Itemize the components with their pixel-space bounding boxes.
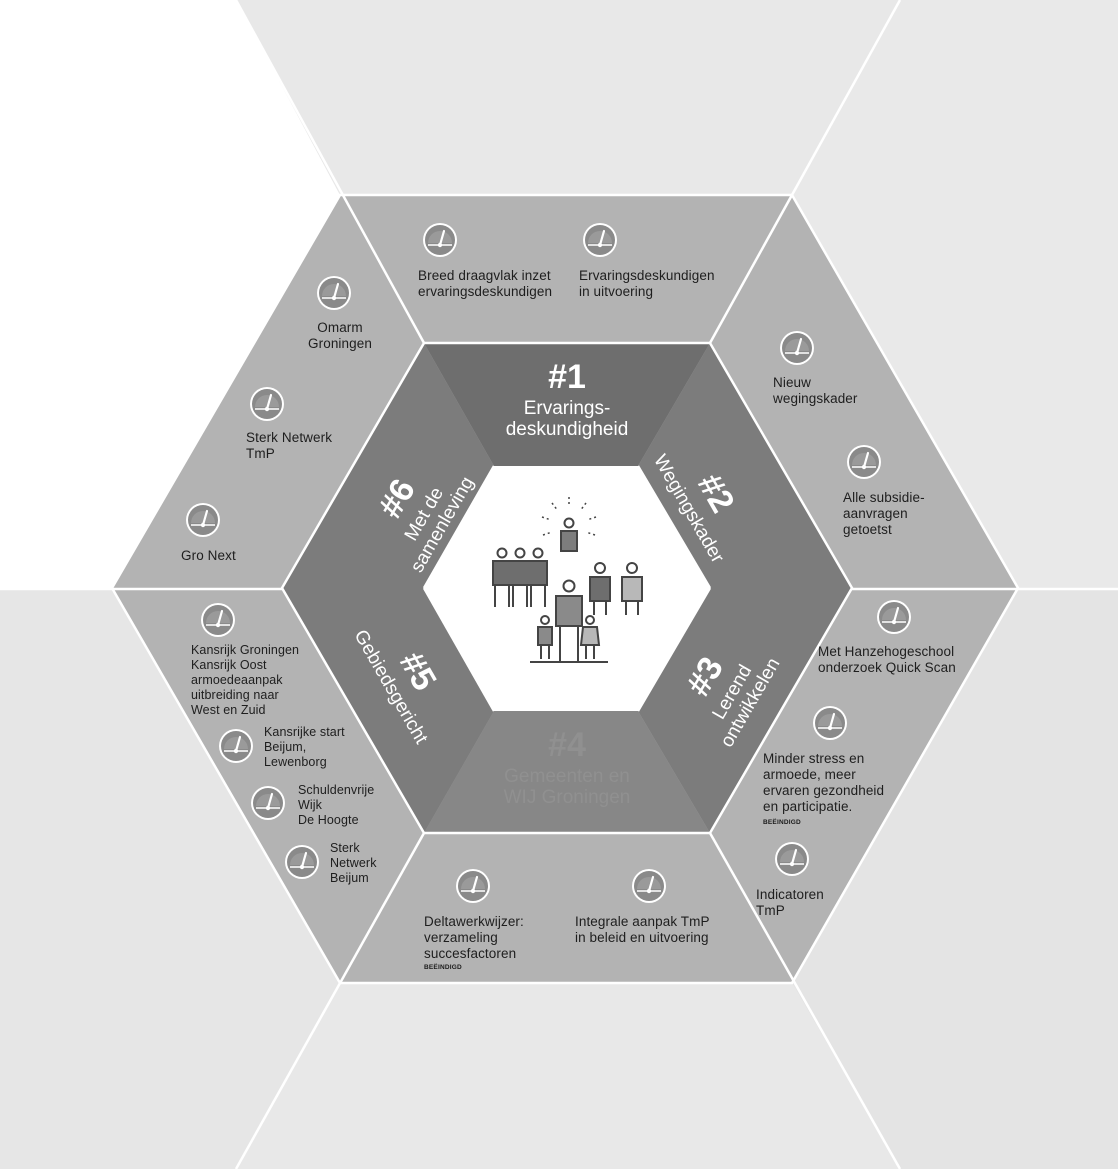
item-label: Integrale aanpak TmP in beleid en uitvoe… bbox=[575, 914, 710, 945]
gauge-icon bbox=[199, 601, 237, 639]
item-label: Sterk Netwerk TmP bbox=[246, 430, 333, 461]
segment-1-shape bbox=[424, 343, 710, 466]
gauge-icon bbox=[283, 843, 321, 881]
item-label: Sterk Netwerk Beijum bbox=[330, 841, 377, 885]
status-badge: BEËINDIGD bbox=[763, 819, 801, 826]
corner-bottom-right bbox=[792, 590, 1118, 1169]
gauge-icon bbox=[217, 727, 255, 765]
gauge-icon bbox=[811, 704, 849, 742]
people-group-icon bbox=[492, 497, 643, 663]
gauge-icon bbox=[315, 274, 353, 312]
segment-6-shape bbox=[282, 343, 494, 588]
item-label: Deltawerkwijzer: verzameling succesfacto… bbox=[424, 914, 524, 961]
item-label: Indicatoren TmP bbox=[756, 887, 824, 918]
item-label: Nieuw wegingskader bbox=[773, 375, 858, 406]
gauge-icon bbox=[778, 329, 816, 367]
item-label: Kansrijke start Beijum, Lewenborg bbox=[264, 725, 345, 769]
band-top bbox=[236, 0, 900, 195]
item-label: Kansrijk Groningen Kansrijk Oost armoede… bbox=[191, 643, 300, 717]
gauge-icon bbox=[630, 867, 668, 905]
gauge-icon bbox=[581, 221, 619, 259]
gauge-icon bbox=[875, 598, 913, 636]
gauge-icon bbox=[249, 784, 287, 822]
segment-name: Gemeenten en WIJ Groningen bbox=[503, 766, 631, 808]
band-bottom bbox=[236, 983, 900, 1169]
corner-bottom-left bbox=[0, 590, 340, 1169]
item-label: Schuldenvrije Wijk De Hoogte bbox=[298, 783, 375, 827]
status-badge: BEËINDIGD bbox=[424, 964, 462, 971]
segment-name: Ervarings- deskundigheid bbox=[505, 398, 629, 440]
segment-number: #4 bbox=[548, 726, 586, 764]
item-label: Breed draagvlak inzet ervaringsdeskundig… bbox=[418, 268, 553, 299]
gauge-icon bbox=[845, 443, 883, 481]
segment-number: #1 bbox=[548, 358, 586, 396]
item-label: Minder stress en armoede, meer ervaren g… bbox=[763, 751, 885, 814]
gauge-icon bbox=[773, 840, 811, 878]
corner-top-left bbox=[0, 0, 340, 588]
segment-4-shape bbox=[424, 711, 710, 833]
item-label: Omarm Groningen bbox=[308, 320, 372, 351]
corner-top-right bbox=[792, 0, 1118, 588]
item-label: Alle subsidie- aanvragen getoetst bbox=[843, 490, 925, 537]
segment-2-shape bbox=[638, 343, 852, 588]
segment-4-title: #4 Gemeenten en WIJ Groningen bbox=[487, 728, 647, 808]
gauge-icon bbox=[421, 221, 459, 259]
gauge-icon bbox=[184, 501, 222, 539]
segment-1-title: #1 Ervarings- deskundigheid bbox=[487, 360, 647, 440]
gauge-icon bbox=[248, 385, 286, 423]
segment-5-shape bbox=[282, 588, 494, 833]
item-label: Ervaringsdeskundigen in uitvoering bbox=[579, 268, 715, 299]
segment-3-shape bbox=[638, 588, 852, 833]
item-label: Met Hanzehogeschool onderzoek Quick Scan bbox=[818, 644, 956, 675]
item-label: Gro Next bbox=[181, 548, 236, 563]
gauge-icon bbox=[454, 867, 492, 905]
